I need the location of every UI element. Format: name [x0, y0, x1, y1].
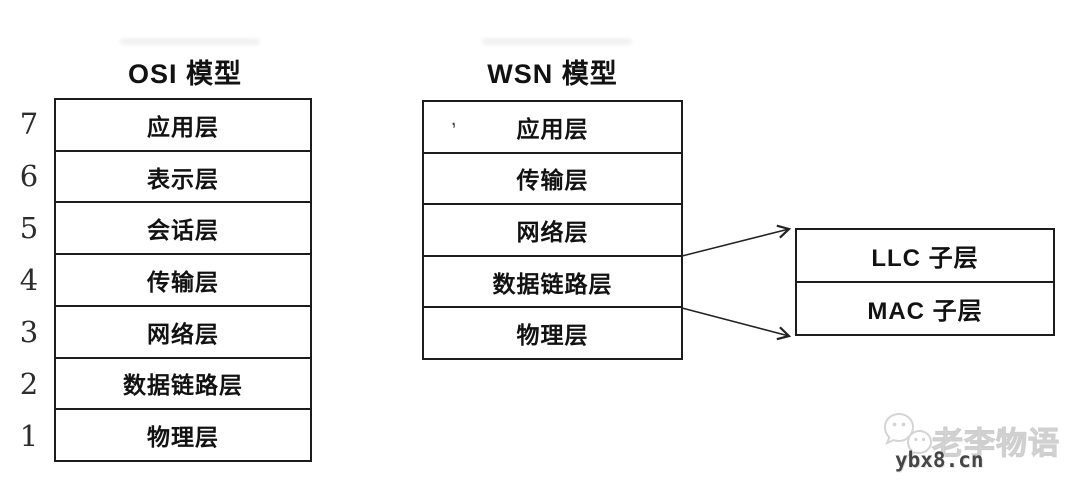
osi-layer-row: 网络层 [56, 304, 310, 357]
arrow-to-mac [681, 307, 792, 341]
osi-layer-number: 7 [19, 107, 39, 141]
osi-layer-row: 物理层 [56, 408, 310, 460]
wechat-logo-icon [883, 412, 933, 457]
datalink-sublayers-box: LLC 子层 MAC 子层 [795, 228, 1055, 336]
osi-layer-row: 会话层 [56, 201, 310, 253]
wsn-layer-row: 物理层 [424, 306, 681, 358]
wsn-layer-row: 传输层 [424, 151, 681, 204]
watermark: 老李物语 ybx8.cn [880, 410, 1080, 486]
osi-layer-number: 1 [19, 419, 39, 453]
osi-model-title: OSI 模型 [127, 59, 242, 89]
sublayer-row: MAC 子层 [797, 281, 1053, 334]
osi-layer-number: 6 [19, 159, 39, 193]
arrow-to-llc [681, 224, 792, 257]
osi-layer-numbers: 7 6 5 4 3 2 1 [12, 98, 46, 462]
watermark-site-text: ybx8.cn [895, 448, 984, 472]
erased-text-smudge [120, 38, 260, 45]
sublayer-row: LLC 子层 [871, 245, 979, 272]
osi-layer-number: 2 [19, 367, 39, 401]
osi-layer-number: 3 [19, 315, 39, 349]
wsn-layer-row: 数据链路层 [424, 254, 681, 307]
osi-layer-row: 传输层 [56, 253, 310, 305]
osi-layer-row: 应用层 [147, 113, 219, 140]
osi-model-box: 应用层 表示层 会话层 传输层 网络层 数据链路层 物理层 [54, 98, 312, 462]
erased-text-smudge [482, 38, 632, 45]
wsn-model-box: 应用层 传输层 网络层 数据链路层 物理层 [422, 100, 683, 360]
osi-layer-number: 4 [19, 263, 39, 297]
osi-layer-row: 数据链路层 [56, 356, 310, 409]
osi-layer-number: 5 [19, 211, 39, 245]
wsn-layer-row: 网络层 [424, 203, 681, 255]
watermark-brand-text: 老李物语 [932, 426, 1060, 462]
osi-layer-row: 表示层 [56, 149, 310, 202]
wsn-layer-row: 应用层 [516, 115, 589, 142]
wsn-model-title: WSN 模型 [487, 59, 618, 89]
